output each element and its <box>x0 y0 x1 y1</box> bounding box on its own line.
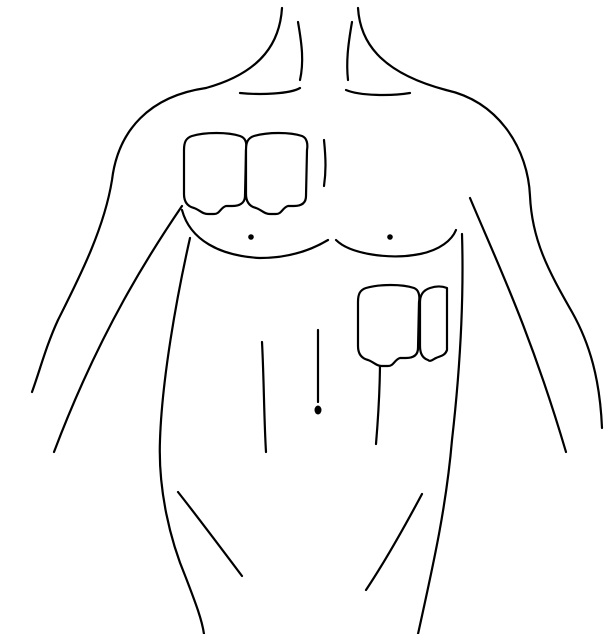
abdominal-pad-2 <box>420 287 447 361</box>
neck <box>206 8 446 95</box>
nipple-left <box>387 234 393 240</box>
abdominal-electrode-pads <box>358 285 447 366</box>
chest-pad-1 <box>184 133 246 214</box>
torso-outline-right <box>366 90 602 634</box>
abdominal-pad-1 <box>358 285 419 366</box>
nipple-right <box>248 234 254 240</box>
chest-pad-2 <box>246 133 307 214</box>
chest-electrode-pads <box>184 133 307 214</box>
navel <box>315 406 322 415</box>
